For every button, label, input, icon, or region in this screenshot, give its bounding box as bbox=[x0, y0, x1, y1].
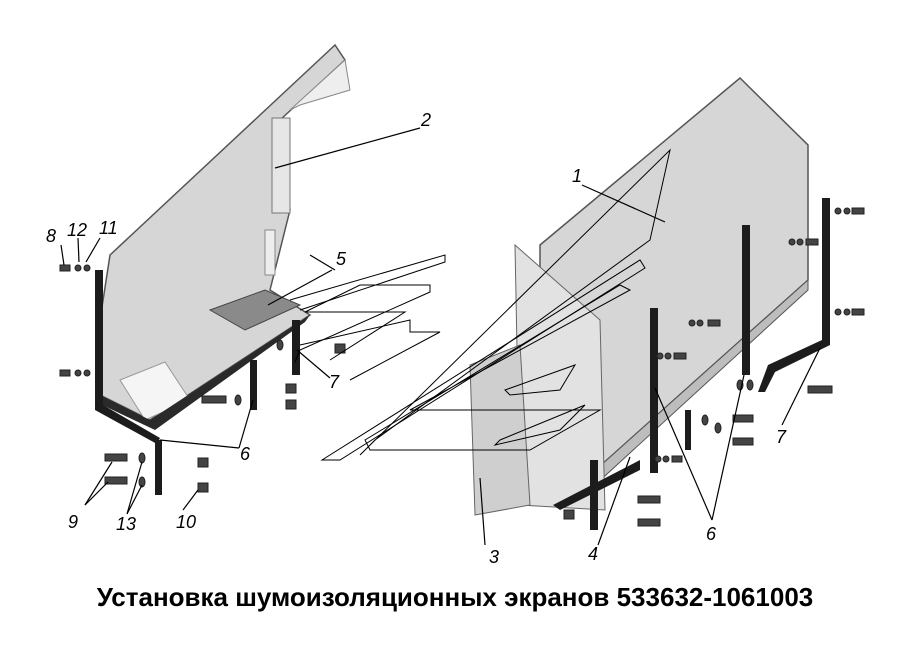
callout-5: 5 bbox=[336, 249, 347, 269]
callout-6-right: 6 bbox=[706, 524, 717, 544]
right-strip-6b bbox=[742, 225, 750, 375]
right-fasteners bbox=[563, 207, 865, 527]
left-strip-6b bbox=[155, 440, 162, 495]
callout-8: 8 bbox=[46, 226, 56, 246]
callout-13: 13 bbox=[116, 514, 136, 534]
callout-4: 4 bbox=[588, 544, 598, 564]
callout-7-right: 7 bbox=[776, 427, 787, 447]
callout-11: 11 bbox=[99, 218, 118, 238]
callouts: 1 2 3 4 5 6 6 7 7 8 9 10 11 12 13 bbox=[46, 110, 787, 567]
left-fasteners bbox=[59, 264, 346, 493]
callout-10: 10 bbox=[176, 512, 196, 532]
right-strip-6c bbox=[590, 460, 598, 530]
callout-3: 3 bbox=[489, 547, 499, 567]
callout-12: 12 bbox=[67, 220, 87, 240]
right-bracket-7 bbox=[758, 198, 830, 392]
placement-guides bbox=[289, 148, 671, 461]
right-screen-3 bbox=[469, 243, 606, 516]
assembly-drawing: 1 2 3 4 5 6 6 7 7 8 9 10 11 12 13 bbox=[46, 43, 865, 567]
left-bracket-7 bbox=[292, 320, 300, 375]
left-strip-6a bbox=[250, 360, 257, 410]
diagram-title: Установка шумоизоляционных экранов 53363… bbox=[96, 582, 814, 612]
right-strip-6d bbox=[685, 410, 691, 450]
callout-2: 2 bbox=[420, 110, 431, 130]
callout-1: 1 bbox=[572, 166, 582, 186]
callout-7-left: 7 bbox=[329, 372, 340, 392]
leader-lines bbox=[60, 127, 821, 546]
right-strip-6a bbox=[650, 308, 658, 473]
callout-9: 9 bbox=[68, 512, 78, 532]
left-vertical-strip bbox=[95, 270, 160, 444]
callout-6-left: 6 bbox=[240, 444, 251, 464]
